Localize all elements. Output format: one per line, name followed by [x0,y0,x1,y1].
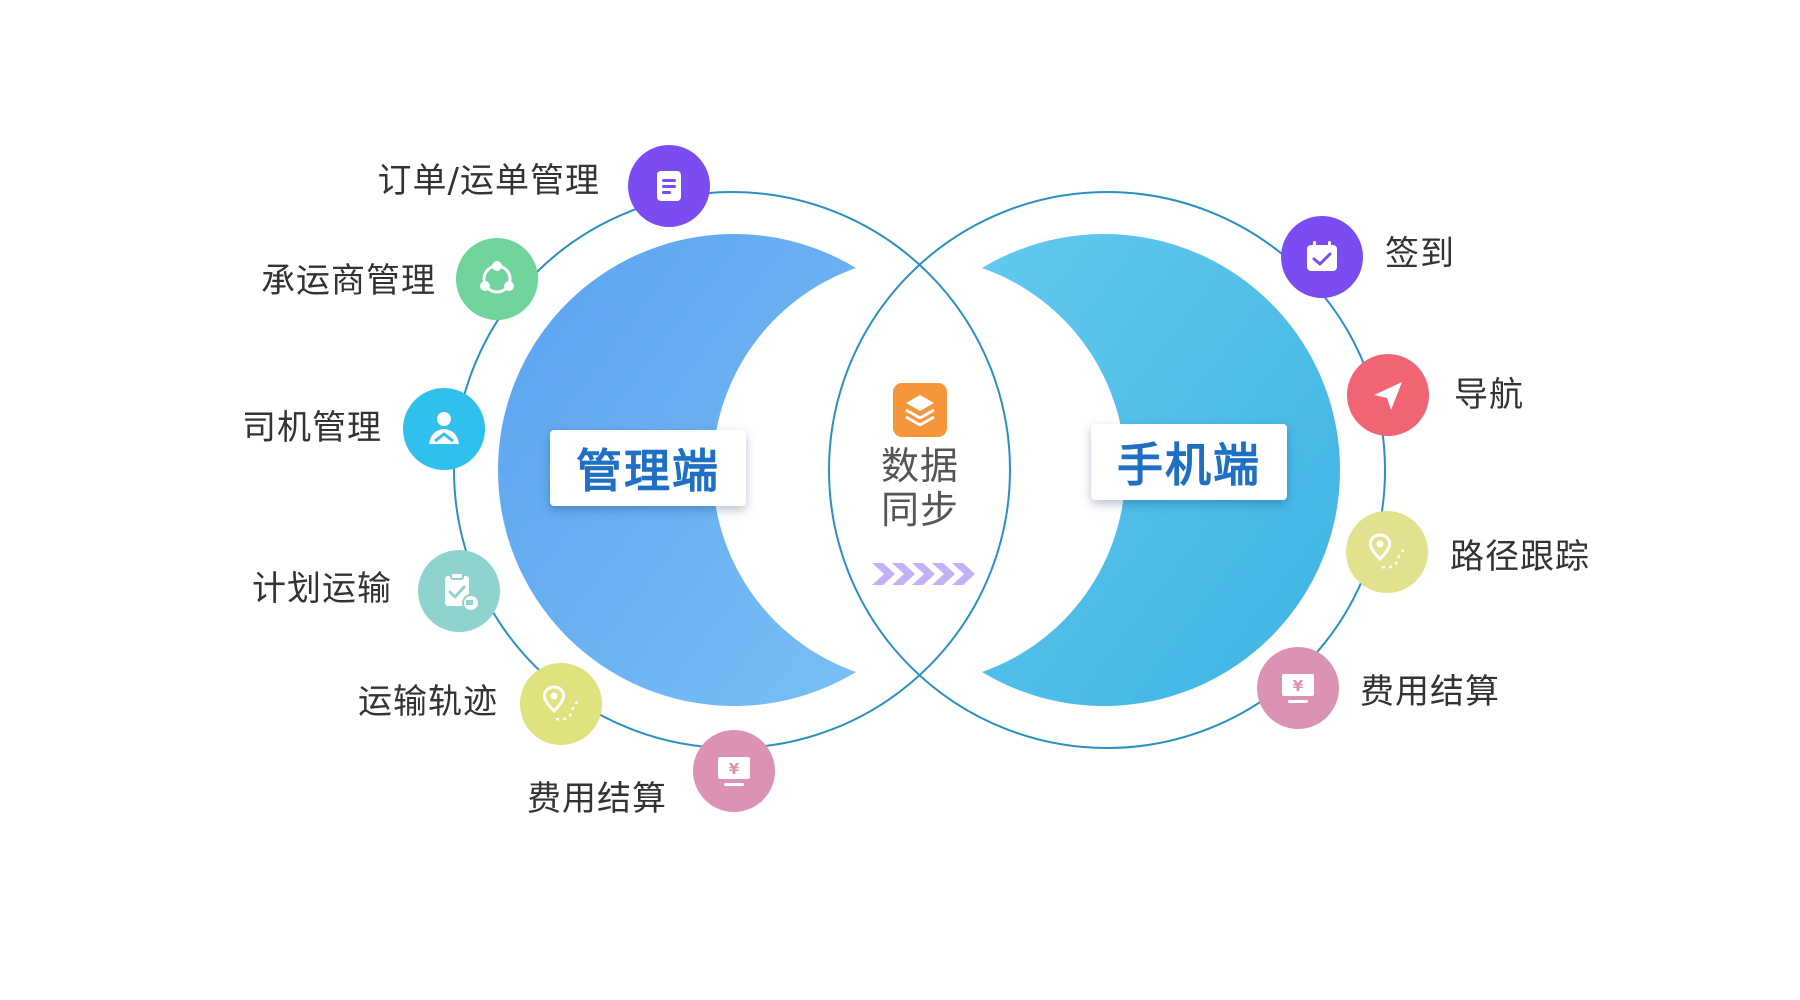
clipboard-check-truck-icon [445,572,480,612]
location-route-icon [542,685,581,721]
yuan-monitor-icon: ¥ [718,757,750,786]
mgmt-node-carrier[interactable] [456,238,538,320]
location-route-icon [1368,533,1407,569]
mgmt-label-carrier: 承运商管理 [261,261,436,301]
mgmt-label-track: 运输轨迹 [358,682,498,722]
mobile-label-billing: 费用结算 [1360,672,1500,712]
layers-icon [893,383,947,437]
mobile-node-navigation[interactable] [1347,354,1429,436]
mgmt-node-billing[interactable]: ¥ [693,730,775,812]
mobile-node-route[interactable] [1346,511,1428,593]
mgmt-label-billing: 费用结算 [527,779,667,819]
share-network-icon [480,261,514,294]
mgmt-node-orders[interactable] [628,145,710,227]
mobile-node-checkin[interactable] [1281,216,1363,298]
svg-text:¥: ¥ [729,760,740,778]
mgmt-node-driver[interactable] [403,388,485,470]
chevrons-right-icon [872,563,975,585]
mgmt-node-plan[interactable] [418,550,500,632]
mgmt-label-plan: 计划运输 [252,569,392,609]
mobile-tag: 手机端 [1091,424,1287,500]
document-list-icon [657,171,681,201]
mobile-label-route: 路径跟踪 [1450,537,1590,577]
yuan-monitor-icon: ¥ [1282,674,1314,703]
mobile-label-checkin: 签到 [1385,234,1455,274]
management-title: 管理端 [576,444,720,498]
driver-icon [429,412,459,444]
navigation-arrow-icon [1374,382,1402,410]
mobile-ring [828,191,1386,749]
mobile-title: 手机端 [1117,438,1261,492]
sync-label: 数据 同步 [860,444,980,532]
sync-line-2: 同步 [880,488,959,532]
mgmt-label-orders: 订单/运单管理 [377,161,600,201]
mobile-node-billing[interactable]: ¥ [1257,647,1339,729]
mgmt-node-track[interactable] [520,663,602,745]
mgmt-label-driver: 司机管理 [242,408,382,448]
sync-line-1: 数据 [880,444,959,488]
calendar-check-icon [1307,241,1337,271]
mobile-label-navigation: 导航 [1454,375,1524,415]
svg-text:¥: ¥ [1293,677,1304,695]
management-tag: 管理端 [550,430,746,506]
